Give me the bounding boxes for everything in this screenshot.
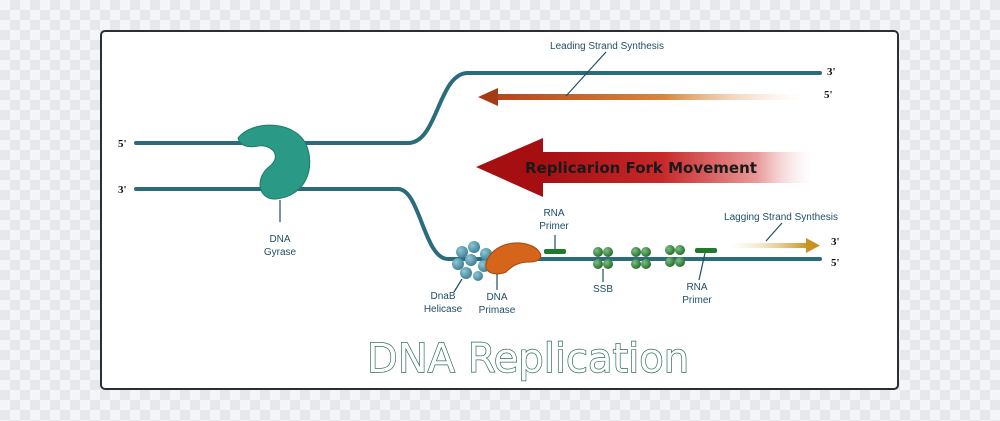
rna-primer-bottom-label-line1: RNA xyxy=(686,282,707,293)
leading-strand-arrow xyxy=(478,88,804,106)
rna-primer-top-label-line2: Primer xyxy=(539,221,569,232)
right-bottom-upper-end-label: 3' xyxy=(831,236,840,248)
rna-primer-top-segment xyxy=(544,249,566,254)
right-top-upper-end-label: 3' xyxy=(827,66,836,78)
lagging-strand-pointer xyxy=(765,222,783,242)
fork-movement-arrow xyxy=(476,138,812,197)
ssb-protein-2 xyxy=(631,247,651,269)
leading-strand-label: Leading Strand Synthesis xyxy=(550,41,664,52)
dnab-helicase-enzyme xyxy=(452,241,492,281)
fork-movement-label: Replicarion Fork Movement xyxy=(525,159,757,177)
rna-primer-bottom-pointer xyxy=(698,252,706,281)
ssb-protein-1 xyxy=(593,247,613,269)
leading-strand-pointer xyxy=(565,51,607,97)
helicase-pointer xyxy=(453,278,463,293)
ssb-label: SSB xyxy=(593,284,613,295)
dna-gyrase-label-line1: DNA xyxy=(269,234,290,245)
dnab-helicase-label-line1: DnaB xyxy=(430,291,455,302)
rna-primer-bottom-segment xyxy=(695,248,717,253)
top-dna-strand xyxy=(134,71,822,145)
lagging-strand-label: Lagging Strand Synthesis xyxy=(724,212,838,223)
ssb-protein-3 xyxy=(665,245,685,267)
diagram-title: DNA Replication xyxy=(367,336,689,382)
rna-primer-bottom-label-line2: Primer xyxy=(682,295,712,306)
dna-primase-enzyme xyxy=(485,242,542,275)
rna-primer-top-label-line1: RNA xyxy=(543,208,564,219)
diagram-frame xyxy=(100,30,899,390)
bottom-dna-strand xyxy=(134,187,822,261)
lagging-strand-arrow xyxy=(728,238,820,253)
right-bottom-lower-end-label: 5' xyxy=(831,257,840,269)
dna-gyrase-label-line2: Gyrase xyxy=(264,247,297,258)
dnab-helicase-label-line2: Helicase xyxy=(424,304,463,315)
dna-gyrase-enzyme xyxy=(237,124,311,200)
left-top-end-label: 5' xyxy=(118,138,127,150)
dna-primase-label-line1: DNA xyxy=(486,292,507,303)
right-top-lower-end-label: 5' xyxy=(824,89,833,101)
left-bottom-end-label: 3' xyxy=(118,184,127,196)
dna-primase-label-line2: Primase xyxy=(479,305,516,316)
